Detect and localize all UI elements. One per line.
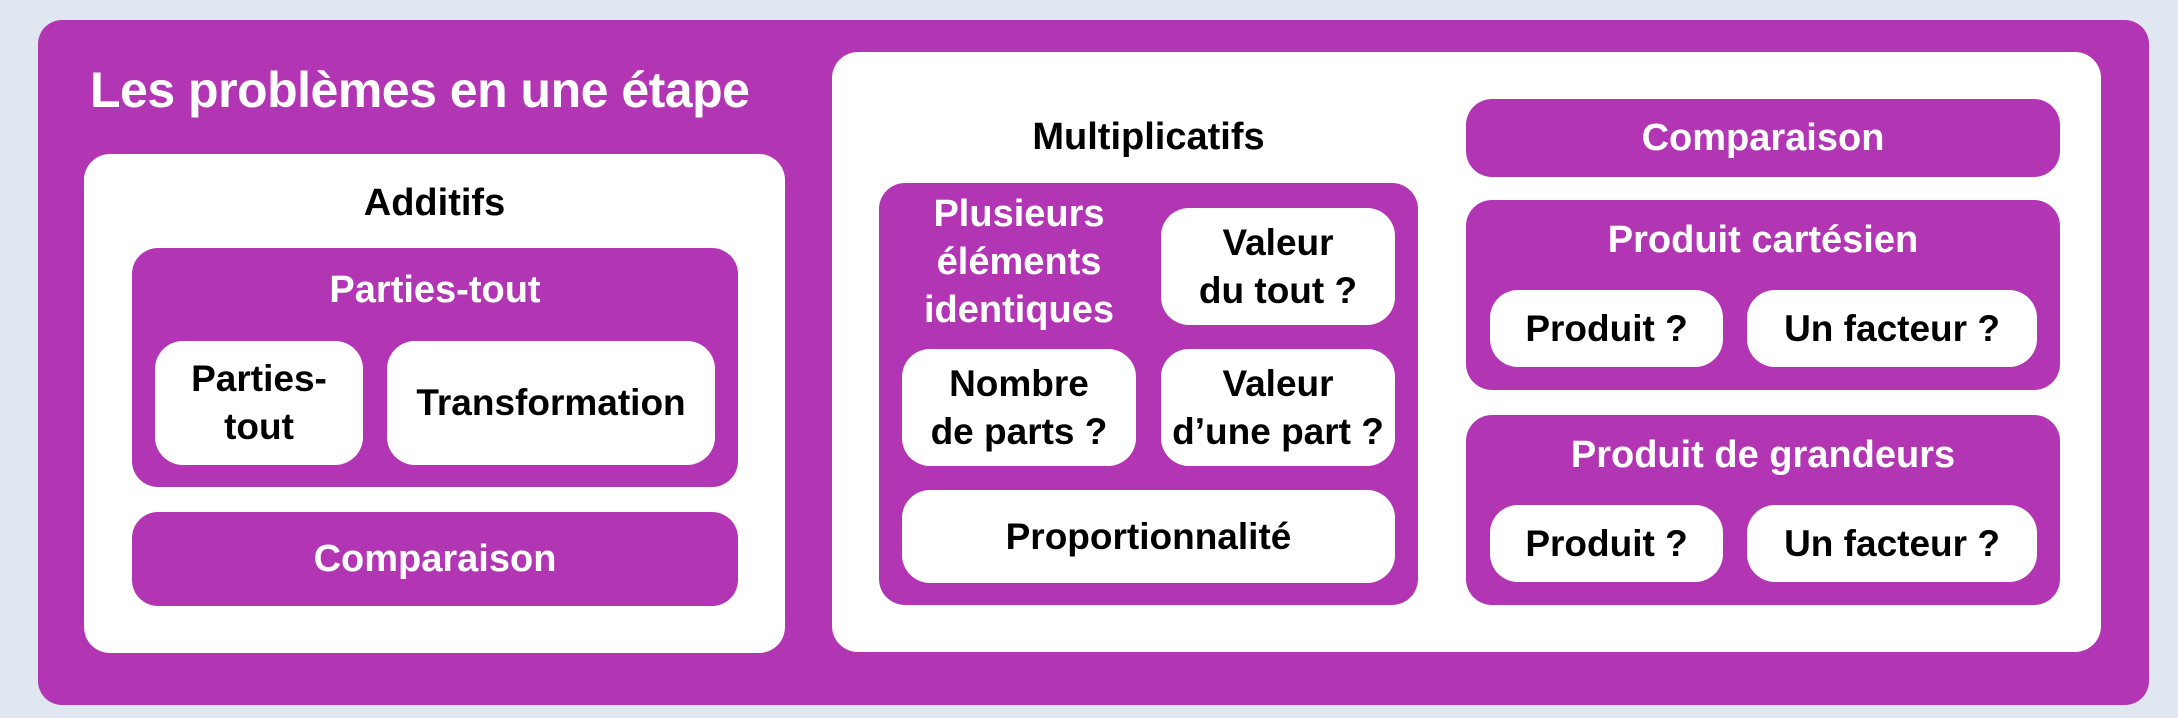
valeur-d-une-part-label: Valeur d’une part ?	[1172, 362, 1384, 452]
parties-tout-item-label: Parties- tout	[191, 358, 327, 447]
valeur-d-une-part-item: Valeur d’une part ?	[1161, 349, 1395, 466]
multiplicatifs-comparaison: Comparaison	[1466, 99, 2060, 177]
proportionnalite-item: Proportionnalité	[902, 490, 1395, 583]
produit-grandeurs-heading: Produit de grandeurs	[1570, 434, 1956, 476]
produit-cartesien-heading: Produit cartésien	[1607, 219, 1919, 261]
parties-tout-group-heading: Parties-tout	[329, 269, 541, 311]
nombre-de-parts-item: Nombre de parts ?	[902, 349, 1136, 466]
multiplicatifs-heading: Multiplicatifs	[1032, 115, 1265, 158]
produit-cartesien-produit-label: Produit ?	[1525, 307, 1688, 349]
produit-cartesien-produit-item: Produit ?	[1490, 290, 1723, 367]
valeur-du-tout-item: Valeur du tout ?	[1161, 208, 1395, 325]
produit-grandeurs-produit-item: Produit ?	[1490, 505, 1723, 582]
plusieurs-elements-heading: Plusieurs éléments identiques	[923, 193, 1115, 331]
produit-cartesien-facteur-item: Un facteur ?	[1747, 290, 2037, 367]
parties-tout-item: Parties- tout	[155, 341, 363, 465]
additifs-comparaison-label: Comparaison	[313, 538, 557, 580]
produit-grandeurs-facteur-label: Un facteur ?	[1784, 522, 2000, 564]
additifs-comparaison: Comparaison	[132, 512, 738, 606]
valeur-du-tout-label: Valeur du tout ?	[1198, 221, 1358, 311]
proportionnalite-label: Proportionnalité	[1005, 515, 1292, 557]
produit-grandeurs-facteur-item: Un facteur ?	[1747, 505, 2037, 582]
multiplicatifs-comparaison-label: Comparaison	[1641, 117, 1885, 159]
produit-cartesien-facteur-label: Un facteur ?	[1784, 307, 2000, 349]
additifs-heading: Additifs	[363, 181, 506, 224]
transformation-item: Transformation	[387, 341, 715, 465]
nombre-de-parts-label: Nombre de parts ?	[930, 362, 1108, 452]
produit-grandeurs-produit-label: Produit ?	[1525, 522, 1688, 564]
transformation-item-label: Transformation	[416, 382, 686, 423]
page-title: Les problèmes en une étape	[90, 62, 750, 118]
